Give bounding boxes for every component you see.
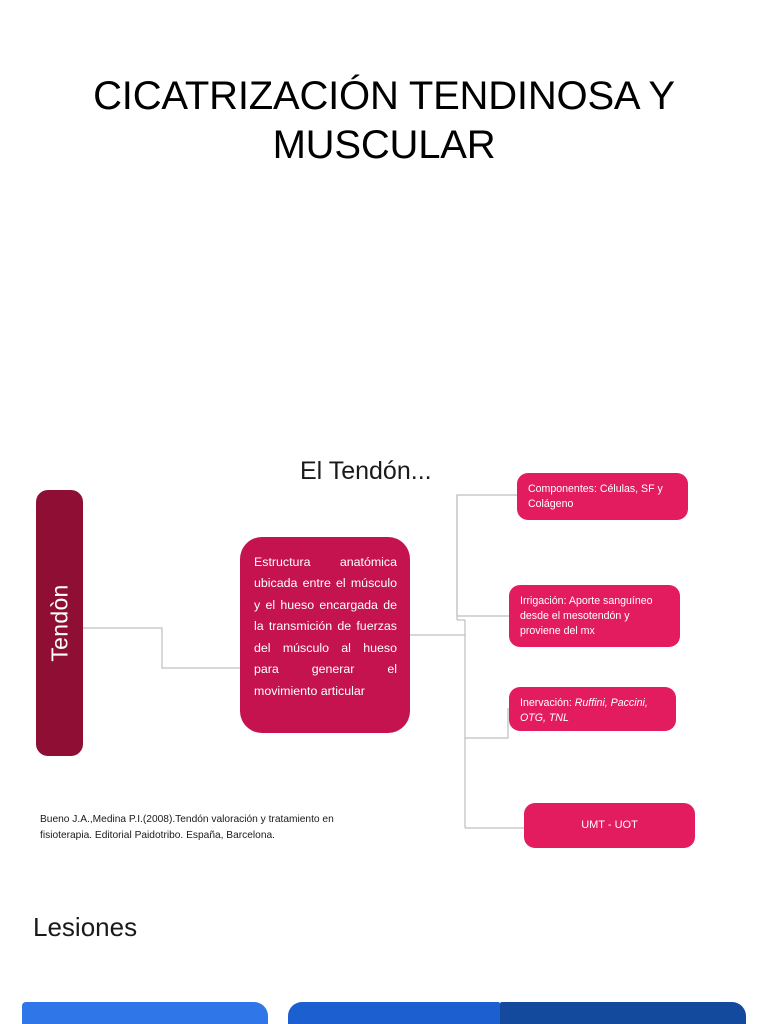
bottom-bar-left [22, 1002, 268, 1024]
diagram-leaf-inervacion[interactable]: Inervación: Ruffini, Paccini, OTG, TNL [509, 687, 676, 731]
tendon-diagram: Tendòn Estructura anatómica ubicada entr… [0, 440, 768, 870]
diagram-root-node[interactable]: Tendòn [36, 490, 83, 756]
diagram-leaf-componentes[interactable]: Componentes: Células, SF y Colágeno [517, 473, 688, 520]
page-title: CICATRIZACIÓN TENDINOSA Y MUSCULAR [93, 74, 675, 167]
diagram-leaf-umt-uot-text: UMT - UOT [581, 818, 638, 831]
diagram-root-label: Tendòn [46, 584, 72, 662]
connector-branch-inervacion [465, 708, 509, 739]
connector-root-to-definition [83, 627, 240, 669]
diagram-leaf-inervacion-italic: Ruffini, Paccini, OTG, TNL [520, 697, 648, 725]
diagram-leaf-inervacion-label: Inervación: [520, 697, 575, 709]
section-heading-lesiones: Lesiones [33, 912, 138, 942]
source-citation: Bueno J.A.,Medina P.I.(2008).Tendón valo… [40, 814, 334, 841]
connector-branch-componentes [456, 494, 517, 620]
bottom-bar-right [500, 1002, 746, 1024]
diagram-leaf-umt-uot[interactable]: UMT - UOT [524, 803, 695, 848]
diagram-leaf-irrigacion[interactable]: Irrigación: Aporte sanguíneo desde el me… [509, 585, 680, 647]
diagram-leaf-componentes-text: Componentes: Células, SF y Colágeno [528, 483, 663, 511]
section-heading-tendon: El Tendón... [300, 457, 432, 485]
diagram-leaf-irrigacion-text: Irrigación: Aporte sanguíneo desde el me… [520, 595, 653, 638]
diagram-definition-text: Estructura anatómica ubicada entre el mú… [254, 555, 397, 698]
diagram-connectors [83, 494, 524, 829]
bottom-bar-middle [288, 1002, 500, 1024]
diagram-definition-node[interactable]: Estructura anatómica ubicada entre el mú… [240, 537, 410, 733]
diagram-leaf-inervacion-text: Inervación: Ruffini, Paccini, OTG, TNL [520, 696, 665, 726]
